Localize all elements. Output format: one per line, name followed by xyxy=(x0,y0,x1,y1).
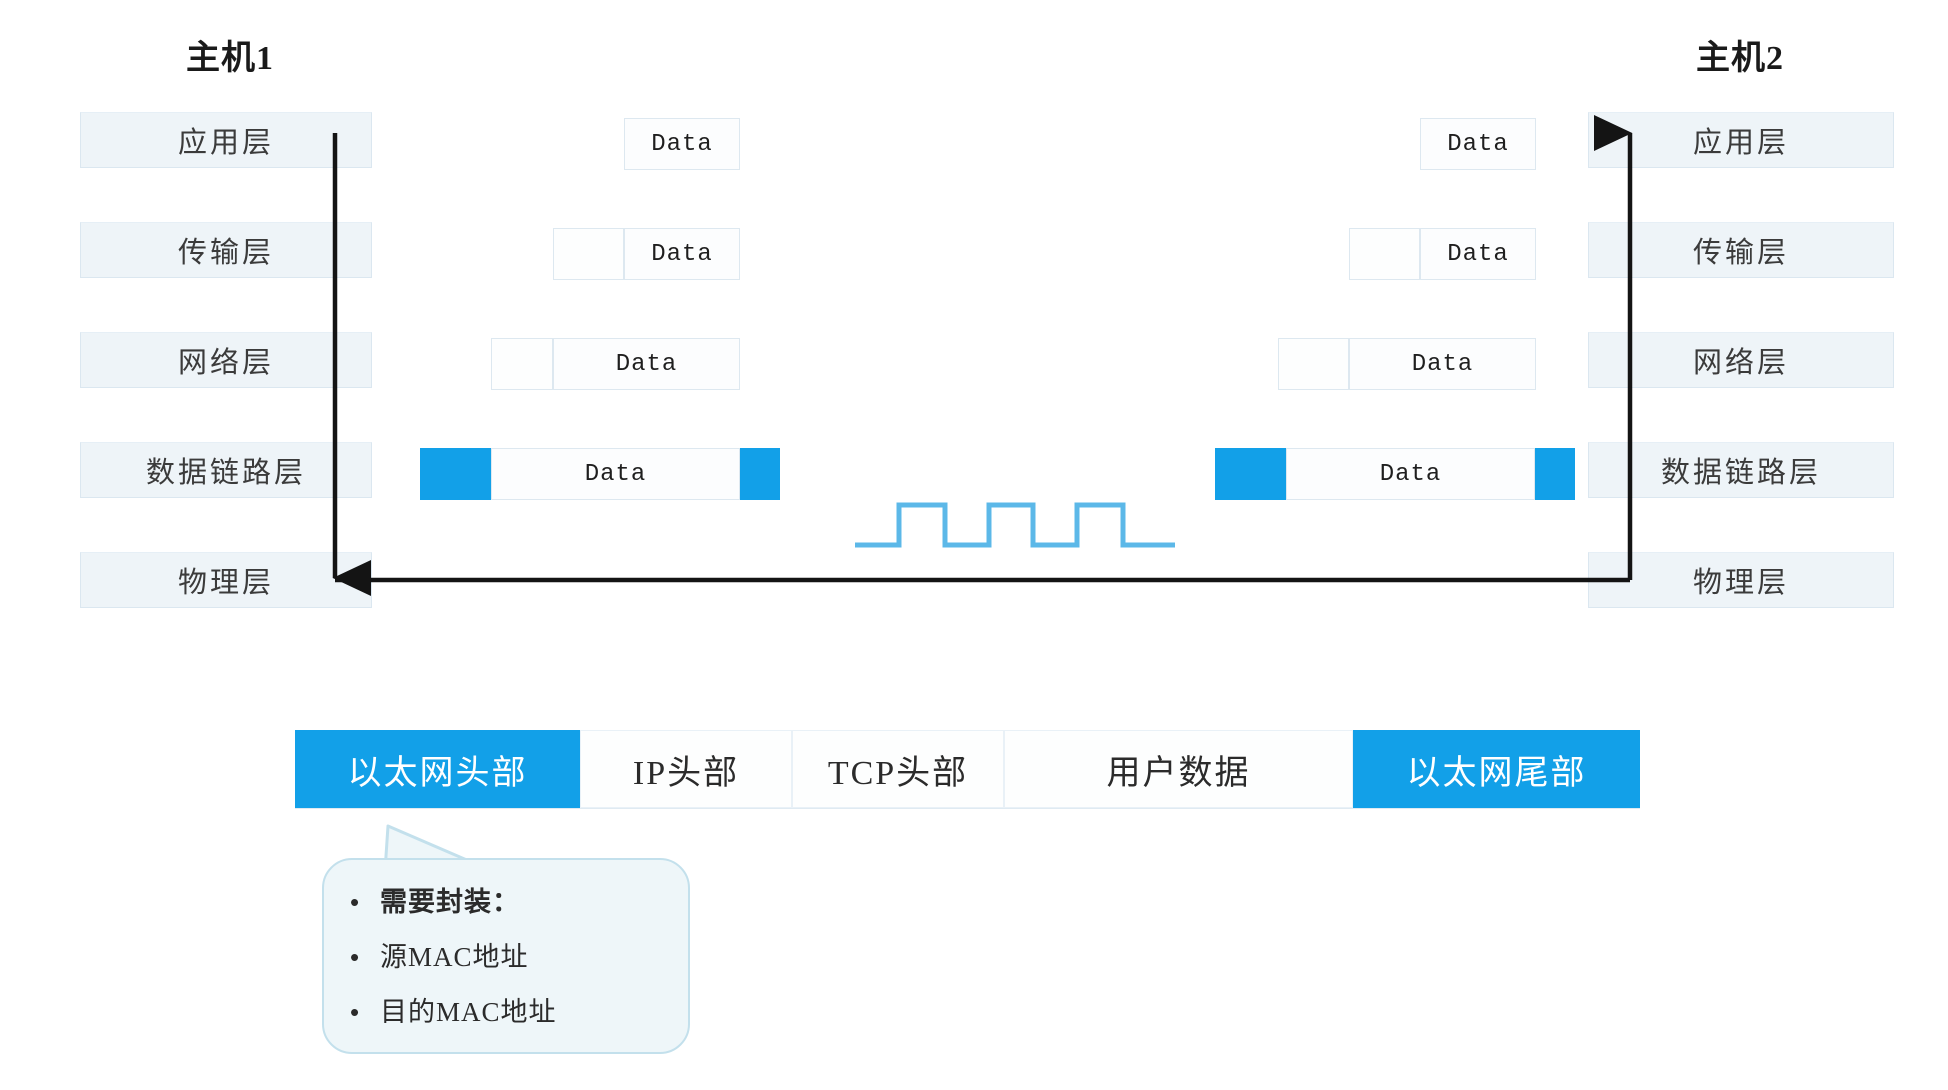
right-layer-application[interactable]: 应用层 xyxy=(1588,112,1894,168)
callout-item-label: 需要封装： xyxy=(380,887,520,917)
frame-segment-user-data[interactable]: 用户数据 xyxy=(1004,730,1353,808)
encapsulation-callout: • 需要封装： • 源MAC地址 • 目的MAC地址 xyxy=(322,858,690,1054)
bullet-icon: • xyxy=(350,942,360,972)
callout-item: • 需要封装： xyxy=(350,880,666,919)
right-layer-network[interactable]: 网络层 xyxy=(1588,332,1894,388)
pdu-header-cell xyxy=(491,338,553,390)
host-title-right: 主机2 xyxy=(1696,40,1784,77)
bullet-icon: • xyxy=(350,997,360,1027)
callout-item-label: 目的MAC地址 xyxy=(380,997,557,1027)
right-layer-physical[interactable]: 物理层 xyxy=(1588,552,1894,608)
left-pdu-datalink: Data xyxy=(420,448,780,500)
pdu-payload-cell: Data xyxy=(1349,338,1536,390)
pdu-payload-cell: Data xyxy=(1286,448,1535,500)
left-layer-physical[interactable]: 物理层 xyxy=(80,552,372,608)
left-layer-transport[interactable]: 传输层 xyxy=(80,222,372,278)
left-layer-application[interactable]: 应用层 xyxy=(80,112,372,168)
frame-segment-tcp-header[interactable]: TCP头部 xyxy=(792,730,1004,808)
frame-segment-ip-header[interactable]: IP头部 xyxy=(580,730,792,808)
pdu-payload-cell: Data xyxy=(624,118,740,170)
callout-item: • 目的MAC地址 xyxy=(350,990,666,1029)
pdu-ethernet-header-cell xyxy=(420,448,491,500)
frame-segment-ethernet-header[interactable]: 以太网头部 xyxy=(295,730,580,808)
left-pdu-network: Data xyxy=(491,338,740,390)
ethernet-frame-bar: 以太网头部 IP头部 TCP头部 用户数据 以太网尾部 xyxy=(295,730,1640,808)
left-layer-network[interactable]: 网络层 xyxy=(80,332,372,388)
pdu-ethernet-trailer-cell xyxy=(740,448,780,500)
right-pdu-datalink: Data xyxy=(1215,448,1575,500)
pdu-payload-cell: Data xyxy=(553,338,740,390)
right-layer-transport[interactable]: 传输层 xyxy=(1588,222,1894,278)
pdu-payload-cell: Data xyxy=(1420,228,1536,280)
right-pdu-network: Data xyxy=(1278,338,1536,390)
pdu-payload-cell: Data xyxy=(1420,118,1536,170)
pdu-payload-cell: Data xyxy=(491,448,740,500)
left-layer-datalink[interactable]: 数据链路层 xyxy=(80,442,372,498)
left-pdu-application: Data xyxy=(624,118,740,170)
pdu-ethernet-trailer-cell xyxy=(1535,448,1575,500)
bullet-icon: • xyxy=(350,887,360,917)
frame-segment-ethernet-trailer[interactable]: 以太网尾部 xyxy=(1353,730,1640,808)
right-pdu-application: Data xyxy=(1420,118,1536,170)
pdu-header-cell xyxy=(553,228,624,280)
pdu-ethernet-header-cell xyxy=(1215,448,1286,500)
pdu-header-cell xyxy=(1349,228,1420,280)
pdu-header-cell xyxy=(1278,338,1349,390)
right-pdu-transport: Data xyxy=(1349,228,1536,280)
left-pdu-transport: Data xyxy=(553,228,740,280)
host-title-left: 主机1 xyxy=(186,40,274,77)
square-wave-signal-icon xyxy=(855,502,1175,548)
right-layer-datalink[interactable]: 数据链路层 xyxy=(1588,442,1894,498)
pdu-payload-cell: Data xyxy=(624,228,740,280)
callout-item-label: 源MAC地址 xyxy=(380,942,529,972)
callout-item: • 源MAC地址 xyxy=(350,935,666,974)
